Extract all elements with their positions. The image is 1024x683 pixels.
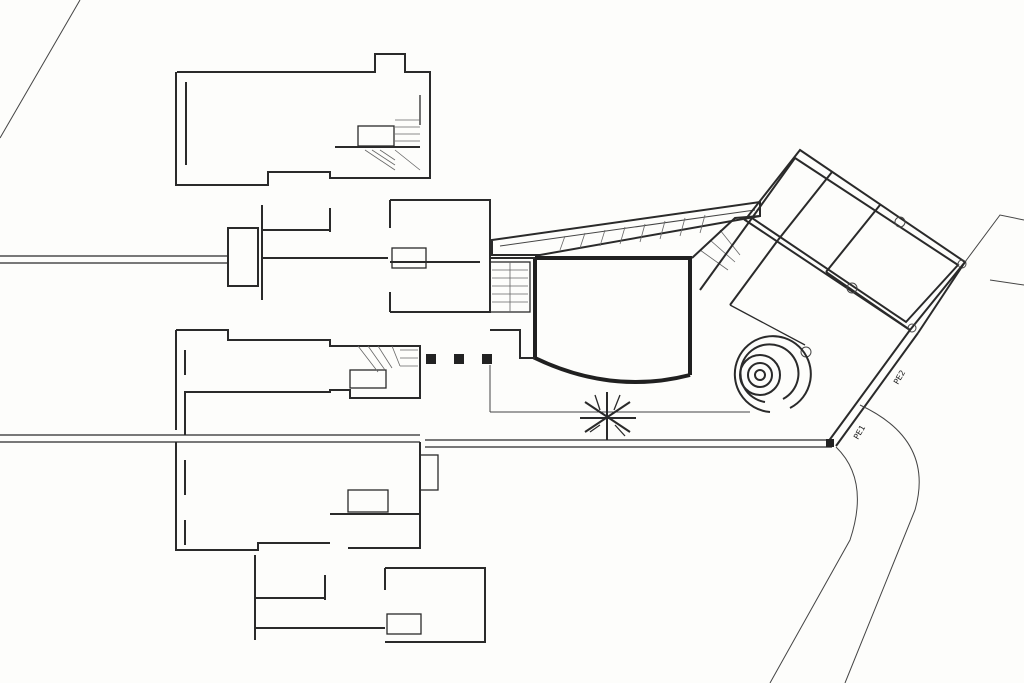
party-wall-lower [0,434,832,448]
label-pe1: PE1 [852,424,867,441]
property-line-top-left [0,0,81,139]
label-pe2: PE2 [892,369,907,386]
stair-house-1 [364,119,421,171]
party-wall-upper [0,255,228,264]
tree-symbol [580,392,636,440]
stair-central [492,262,528,312]
road-edge [769,214,1024,683]
link-block-upper [227,199,491,313]
link-block-lower [254,555,486,643]
house-1 [175,53,431,186]
ramp-hatch [559,214,741,271]
spiral-fountain [733,335,812,413]
angled-pavilion [699,148,967,447]
ramp-wedge [491,200,761,271]
house-3 [175,442,439,551]
central-hall [489,256,750,413]
house-2 [175,329,492,435]
stair-house-2 [357,345,418,373]
